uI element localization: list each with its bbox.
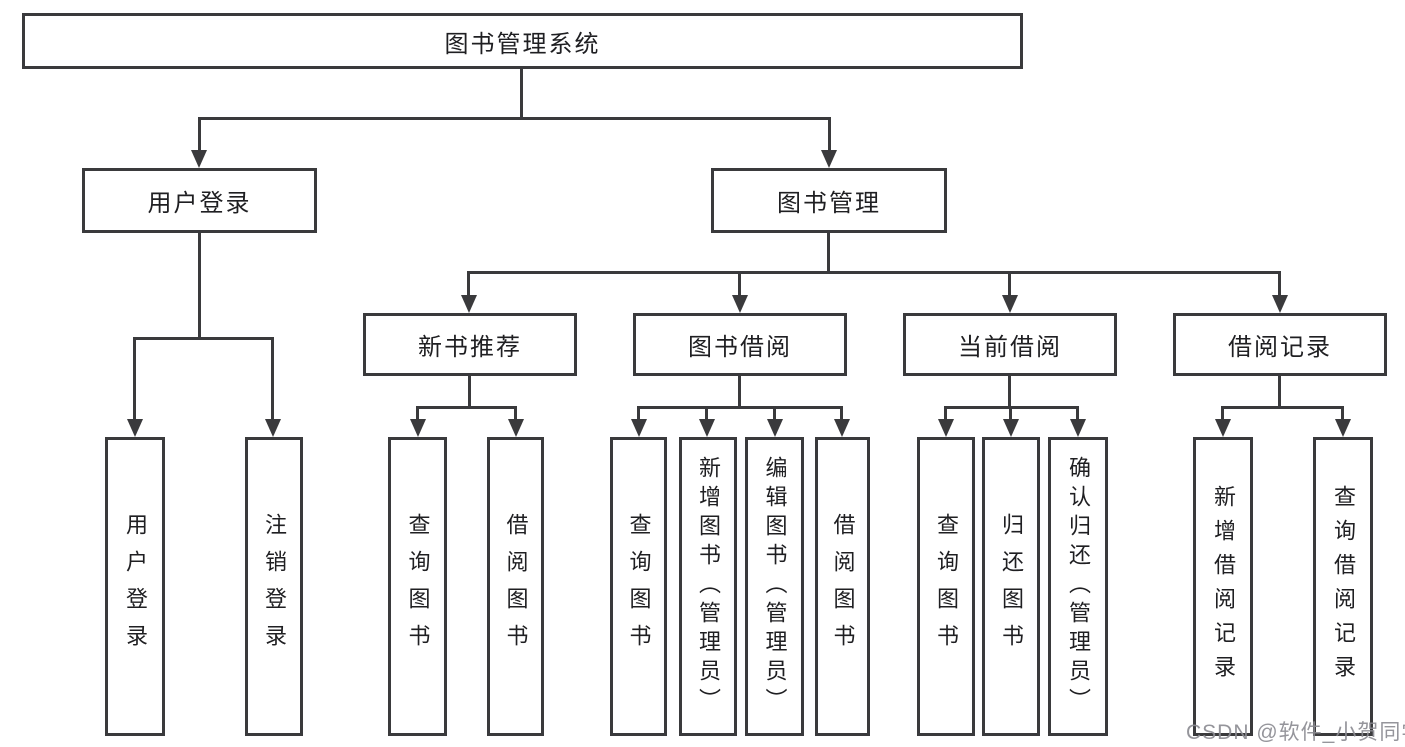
arrowhead-leaf-query-record xyxy=(1335,419,1351,437)
node-library-system-label: 图书管理系统 xyxy=(444,30,601,58)
leaf-user-login: 用户登录 xyxy=(105,437,165,736)
node-library-system: 图书管理系统 xyxy=(22,13,1023,69)
connector-manage-stem xyxy=(827,233,830,271)
connector-records-hbar xyxy=(1221,406,1343,409)
connector-records-shaft xyxy=(1278,271,1281,295)
connector-current-stem xyxy=(1008,376,1011,406)
leaf-query-books-3: 查询图书 xyxy=(917,437,975,736)
leaf-query-borrow-record: 查询借阅记录 xyxy=(1313,437,1373,736)
leaf-confirm-return-admin-label: 确认归还（管理员） xyxy=(1066,456,1091,717)
node-borrow-records: 借阅记录 xyxy=(1173,313,1387,376)
connector-leaf9-shaft xyxy=(944,406,947,419)
arrowhead-leaf-edit-book xyxy=(767,419,783,437)
node-book-management-label: 图书管理 xyxy=(777,190,881,217)
leaf-return-book: 归还图书 xyxy=(982,437,1040,736)
connector-leaf7-shaft xyxy=(773,406,776,419)
connector-root-stem xyxy=(520,69,523,117)
leaf-add-book-admin-label: 新增图书（管理员） xyxy=(696,456,721,717)
connector-newbook-hbar xyxy=(416,406,517,409)
arrowhead-leaf-confirm-return xyxy=(1070,419,1086,437)
leaf-borrow-books-2-label: 借阅图书 xyxy=(830,512,856,661)
leaf-edit-book-admin-label: 编辑图书（管理员） xyxy=(762,456,788,717)
leaf-confirm-return-admin: 确认归还（管理员） xyxy=(1048,437,1108,736)
leaf-return-book-label: 归还图书 xyxy=(999,512,1024,661)
connector-borrow-hbar xyxy=(637,406,842,409)
connector-root-hbar xyxy=(198,117,831,120)
leaf-logout-label: 注销登录 xyxy=(262,512,287,661)
leaf-query-books-2: 查询图书 xyxy=(610,437,667,736)
connector-leaf1-shaft xyxy=(133,337,136,419)
leaf-query-books-1: 查询图书 xyxy=(388,437,447,736)
leaf-logout: 注销登录 xyxy=(245,437,303,736)
arrowhead-leaf-add-book xyxy=(699,419,715,437)
leaf-query-books-1-label: 查询图书 xyxy=(405,512,431,661)
arrowhead-leaf-user-login xyxy=(127,419,143,437)
watermark: CSDN @软件_小贺同学 xyxy=(1186,721,1405,744)
leaf-edit-book-admin: 编辑图书（管理员） xyxy=(745,437,804,736)
node-borrow-records-label: 借阅记录 xyxy=(1228,334,1332,361)
connector-borrow-shaft xyxy=(738,271,741,295)
arrowhead-leaf-logout xyxy=(265,419,281,437)
node-user-login: 用户登录 xyxy=(82,168,317,233)
arrowhead-leaf-query-books-1 xyxy=(410,419,426,437)
leaf-query-books-2-label: 查询图书 xyxy=(626,512,652,661)
leaf-query-books-3-label: 查询图书 xyxy=(934,512,959,661)
connector-newbook-stem xyxy=(468,376,471,406)
arrowhead-leaf-return-book xyxy=(1003,419,1019,437)
connector-leaf5-shaft xyxy=(637,406,640,419)
connector-borrow-stem xyxy=(738,376,741,406)
connector-leaf8-shaft xyxy=(840,406,843,419)
arrowhead-leaf-add-record xyxy=(1215,419,1231,437)
leaf-add-borrow-record-label: 新增借阅记录 xyxy=(1211,484,1236,689)
connector-leaf12-shaft xyxy=(1221,406,1224,419)
arrowhead-leaf-query-books-3 xyxy=(938,419,954,437)
arrowhead-leaf-borrow-books-2 xyxy=(834,419,850,437)
connector-current-shaft xyxy=(1008,271,1011,295)
connector-login-shaft xyxy=(198,117,201,150)
leaf-add-book-admin: 新增图书（管理员） xyxy=(679,437,737,736)
node-book-borrow-label: 图书借阅 xyxy=(688,334,792,361)
leaf-borrow-books-1: 借阅图书 xyxy=(487,437,544,736)
connector-leaf3-shaft xyxy=(416,406,419,419)
connector-records-stem xyxy=(1278,376,1281,406)
arrowhead-leaf-query-books-2 xyxy=(631,419,647,437)
leaf-add-borrow-record: 新增借阅记录 xyxy=(1193,437,1253,736)
connector-leaf13-shaft xyxy=(1341,406,1344,419)
arrowhead-borrow xyxy=(732,295,748,313)
connector-leaf6-shaft xyxy=(705,406,708,419)
leaf-borrow-books-1-label: 借阅图书 xyxy=(503,512,529,661)
arrowhead-records xyxy=(1272,295,1288,313)
node-new-book-recommend: 新书推荐 xyxy=(363,313,577,376)
connector-leaf11-shaft xyxy=(1076,406,1079,419)
node-book-management: 图书管理 xyxy=(711,168,947,233)
leaf-query-borrow-record-label: 查询借阅记录 xyxy=(1331,484,1356,689)
connector-leaf10-shaft xyxy=(1009,406,1012,419)
connector-login-stem xyxy=(198,233,201,337)
node-current-borrow: 当前借阅 xyxy=(903,313,1117,376)
arrowhead-leaf-borrow-books-1 xyxy=(508,419,524,437)
node-user-login-label: 用户登录 xyxy=(147,190,252,217)
connector-manage-hbar xyxy=(468,271,1280,274)
connector-newbook-shaft xyxy=(467,271,470,295)
node-new-book-recommend-label: 新书推荐 xyxy=(418,334,522,361)
leaf-borrow-books-2: 借阅图书 xyxy=(815,437,870,736)
node-book-borrow: 图书借阅 xyxy=(633,313,847,376)
node-current-borrow-label: 当前借阅 xyxy=(958,334,1062,361)
arrowhead-newbook xyxy=(461,295,477,313)
connector-leaf2-shaft xyxy=(271,337,274,419)
arrowhead-login xyxy=(191,150,207,168)
leaf-user-login-label: 用户登录 xyxy=(123,512,148,661)
connector-manage-shaft xyxy=(828,117,831,150)
connector-login-hbar xyxy=(133,337,273,340)
connector-leaf4-shaft xyxy=(514,406,517,419)
arrowhead-current xyxy=(1002,295,1018,313)
arrowhead-manage xyxy=(821,150,837,168)
